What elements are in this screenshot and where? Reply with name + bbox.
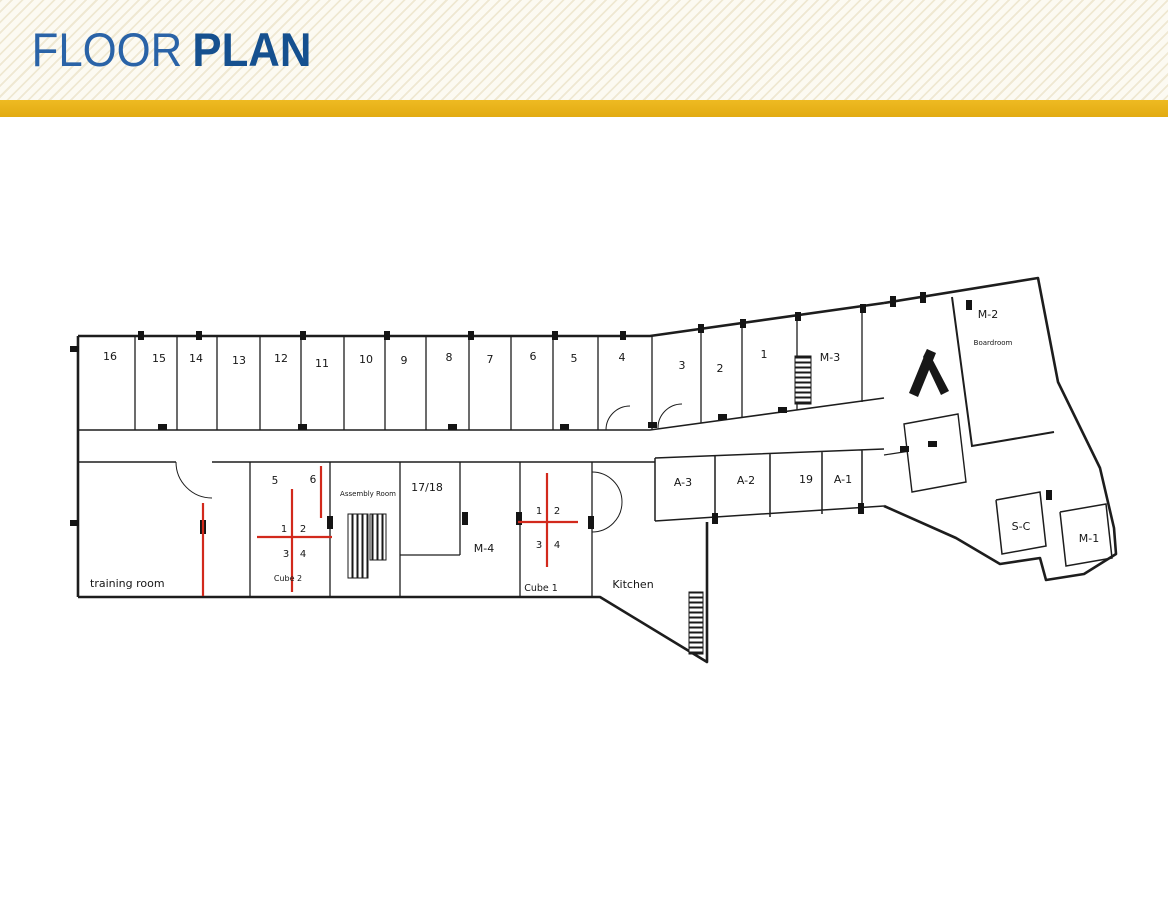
assembly-stairs (347, 513, 369, 579)
room-label-11: 11 (315, 357, 329, 370)
stair-hatching (347, 349, 967, 655)
room-label-5: 5 (571, 352, 578, 365)
interior-walls (78, 296, 1113, 597)
label-m4: M-4 (474, 542, 494, 555)
room-label-3: 3 (679, 359, 686, 372)
label-training-room: training room (90, 577, 165, 590)
label-sc: S-C (1012, 520, 1031, 533)
door-arcs (175, 403, 683, 533)
label-a2: A-2 (737, 474, 755, 487)
room-label-9: 9 (401, 354, 408, 367)
label-a3: A-3 (674, 476, 692, 489)
assembly-stairs-2 (369, 513, 387, 561)
room-label-12: 12 (274, 352, 288, 365)
cube1-grid-4: 4 (554, 540, 560, 551)
cube2-grid-2: 2 (300, 524, 306, 535)
label-assembly-room: Assembly Room (340, 490, 396, 498)
room-label-15: 15 (152, 352, 166, 365)
cube1-grid-3: 3 (536, 540, 542, 551)
label-17-18: 17/18 (411, 481, 443, 494)
accent-bar (0, 100, 1168, 117)
room-label-4: 4 (619, 351, 626, 364)
cube2-number-6: 6 (310, 474, 317, 486)
room-label-7: 7 (487, 353, 494, 366)
wing-stairs-icon-2 (923, 349, 949, 395)
label-kitchen: Kitchen (612, 578, 653, 591)
outer-walls (76, 276, 1118, 664)
label-a1: A-1 (834, 473, 852, 486)
label-m2: M-2 (978, 308, 998, 321)
label-cube1: Cube 1 (524, 583, 558, 594)
title-floor: FLOOR (31, 23, 183, 76)
cube2-grid-3: 3 (283, 549, 289, 560)
room-label-14: 14 (189, 352, 203, 365)
room-label-10: 10 (359, 353, 373, 366)
title-plan: PLAN (192, 23, 312, 76)
door-jamb-markers (70, 292, 1052, 534)
label-m1: M-1 (1079, 532, 1099, 545)
cube2-grid-1: 1 (281, 524, 287, 535)
room-label-16: 16 (103, 350, 117, 363)
cube1-grid-1: 1 (536, 506, 542, 517)
room-label-13: 13 (232, 354, 246, 367)
label-cube2: Cube 2 (274, 574, 302, 583)
red-markers (201, 466, 578, 596)
room-label-1: 1 (761, 348, 768, 361)
m3-stairs (794, 355, 812, 405)
label-19: 19 (799, 473, 813, 486)
label-boardroom: Boardroom (974, 339, 1013, 347)
cube2-grid-4: 4 (300, 549, 306, 560)
room-label-6: 6 (530, 350, 537, 363)
wing-table (903, 413, 967, 493)
cube1-grid-2: 2 (554, 506, 560, 517)
cube2-number-5: 5 (272, 475, 279, 487)
room-labels: 16 15 14 13 12 11 10 9 8 7 6 5 4 3 2 1 M… (90, 308, 1099, 594)
label-m3: M-3 (820, 351, 840, 364)
room-label-8: 8 (446, 351, 453, 364)
kitchen-stairs (688, 591, 704, 655)
room-label-2: 2 (717, 362, 724, 375)
